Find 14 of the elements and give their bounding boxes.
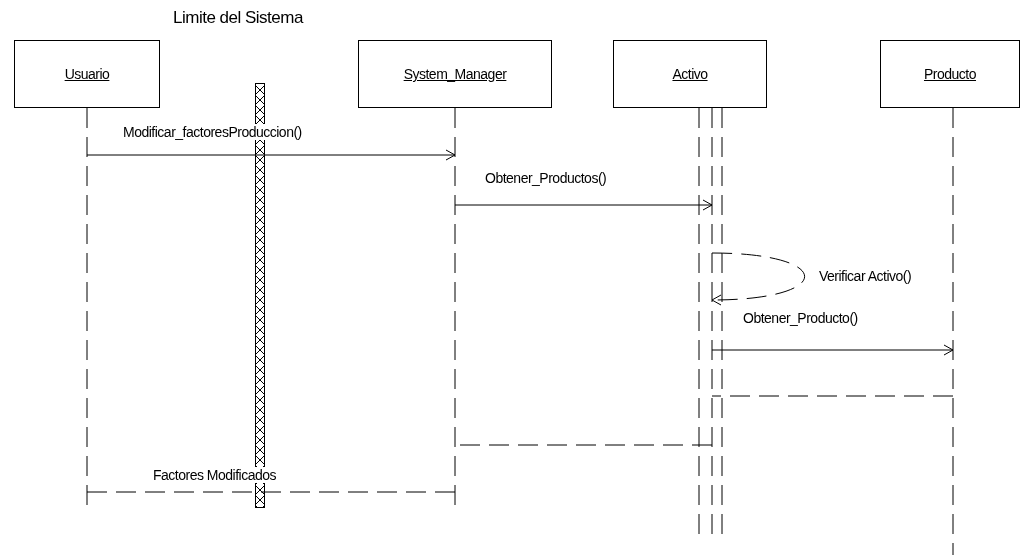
message-label: Obtener_Producto() bbox=[742, 310, 859, 326]
message-label: Verificar Activo() bbox=[818, 268, 913, 284]
message-arrow bbox=[86, 149, 456, 161]
object-name: Producto bbox=[923, 66, 976, 82]
message-label: Factores Modificados bbox=[152, 467, 278, 483]
message-arrow bbox=[711, 344, 954, 356]
object-name: System_Manager bbox=[403, 66, 507, 82]
boundary-title: Limite del Sistema bbox=[172, 10, 304, 26]
message-label: Modificar_factoresProduccion() bbox=[122, 124, 303, 140]
message-label: Obtener_Productos() bbox=[484, 170, 608, 186]
message-arrow bbox=[711, 252, 806, 306]
message-arrow bbox=[454, 199, 713, 211]
object-name: Usuario bbox=[64, 66, 110, 82]
object-name: Activo bbox=[672, 66, 708, 82]
